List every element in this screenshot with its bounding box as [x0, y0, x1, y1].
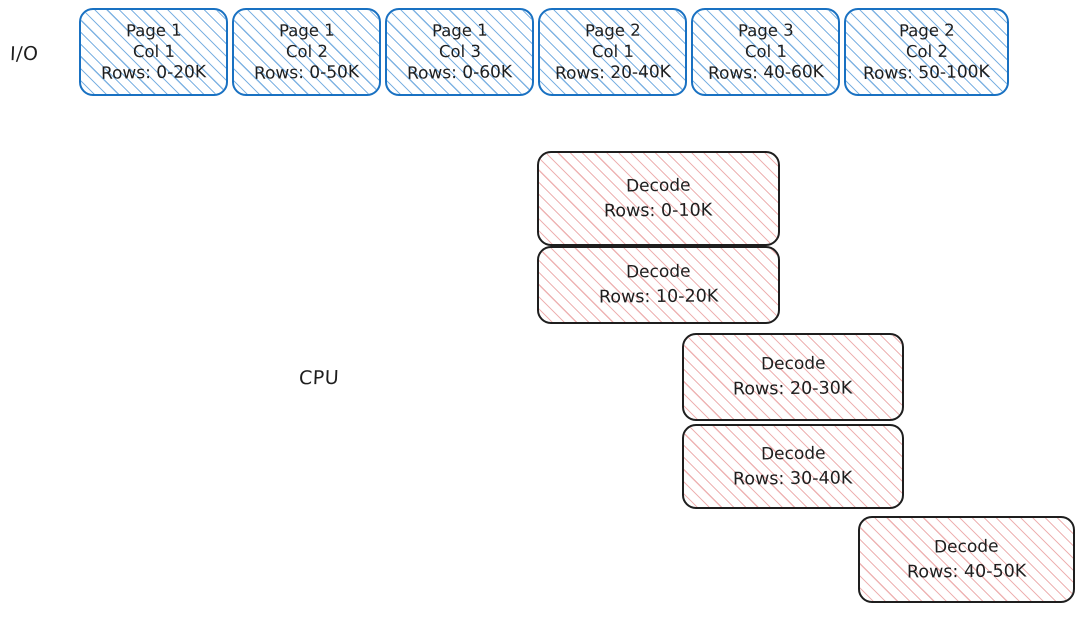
io-task-col: Col 3: [438, 41, 481, 61]
io-task-page: Page 1: [431, 20, 488, 40]
cpu-decode-box[interactable]: Decode Rows: 10-20K: [537, 246, 780, 324]
io-task-box[interactable]: Page 2 Col 1 Rows: 20-40K: [538, 8, 687, 96]
io-task-col: Col 2: [905, 41, 948, 61]
cpu-decode-box[interactable]: Decode Rows: 30-40K: [682, 424, 904, 509]
io-task-rows: Rows: 50-100K: [862, 61, 990, 84]
cpu-decode-op: Decode: [760, 353, 826, 375]
io-task-page: Page 2: [898, 20, 955, 40]
cpu-decode-rows: Rows: 0-10K: [604, 200, 713, 221]
io-task-rows: Rows: 20-40K: [554, 61, 671, 84]
cpu-decode-op: Decode: [760, 443, 826, 464]
cpu-decode-box[interactable]: Decode Rows: 20-30K: [682, 333, 904, 421]
io-task-col: Col 2: [285, 41, 328, 61]
io-task-page: Page 2: [584, 20, 641, 40]
cpu-decode-box[interactable]: Decode Rows: 0-10K: [537, 151, 780, 246]
cpu-decode-rows: Rows: 30-40K: [733, 467, 853, 490]
lane-label-cpu: CPU: [298, 366, 340, 390]
cpu-decode-rows: Rows: 10-20K: [598, 286, 719, 308]
io-task-col: Col 1: [591, 41, 634, 61]
cpu-decode-op: Decode: [934, 536, 999, 557]
io-task-box[interactable]: Page 1 Col 1 Rows: 0-20K: [79, 8, 228, 96]
io-task-box[interactable]: Page 1 Col 3 Rows: 0-60K: [385, 8, 534, 96]
cpu-decode-op: Decode: [626, 175, 691, 196]
io-task-box[interactable]: Page 3 Col 1 Rows: 40-60K: [691, 8, 840, 96]
io-task-page: Page 3: [737, 20, 794, 40]
io-task-rows: Rows: 0-60K: [406, 61, 513, 84]
cpu-decode-box[interactable]: Decode Rows: 40-50K: [858, 516, 1075, 603]
cpu-decode-rows: Rows: 20-30K: [733, 378, 853, 400]
lane-label-io: I/O: [9, 42, 39, 66]
io-task-page: Page 1: [278, 20, 335, 40]
cpu-decode-rows: Rows: 40-50K: [906, 560, 1027, 583]
io-task-col: Col 1: [132, 41, 175, 61]
io-task-page: Page 1: [125, 20, 182, 40]
io-task-rows: Rows: 0-20K: [100, 61, 207, 84]
io-task-rows: Rows: 40-60K: [707, 61, 824, 84]
io-task-box[interactable]: Page 2 Col 2 Rows: 50-100K: [844, 8, 1009, 96]
io-task-col: Col 1: [744, 41, 787, 61]
cpu-decode-op: Decode: [626, 261, 691, 283]
io-task-box[interactable]: Page 1 Col 2 Rows: 0-50K: [232, 8, 381, 96]
io-task-rows: Rows: 0-50K: [253, 61, 360, 84]
